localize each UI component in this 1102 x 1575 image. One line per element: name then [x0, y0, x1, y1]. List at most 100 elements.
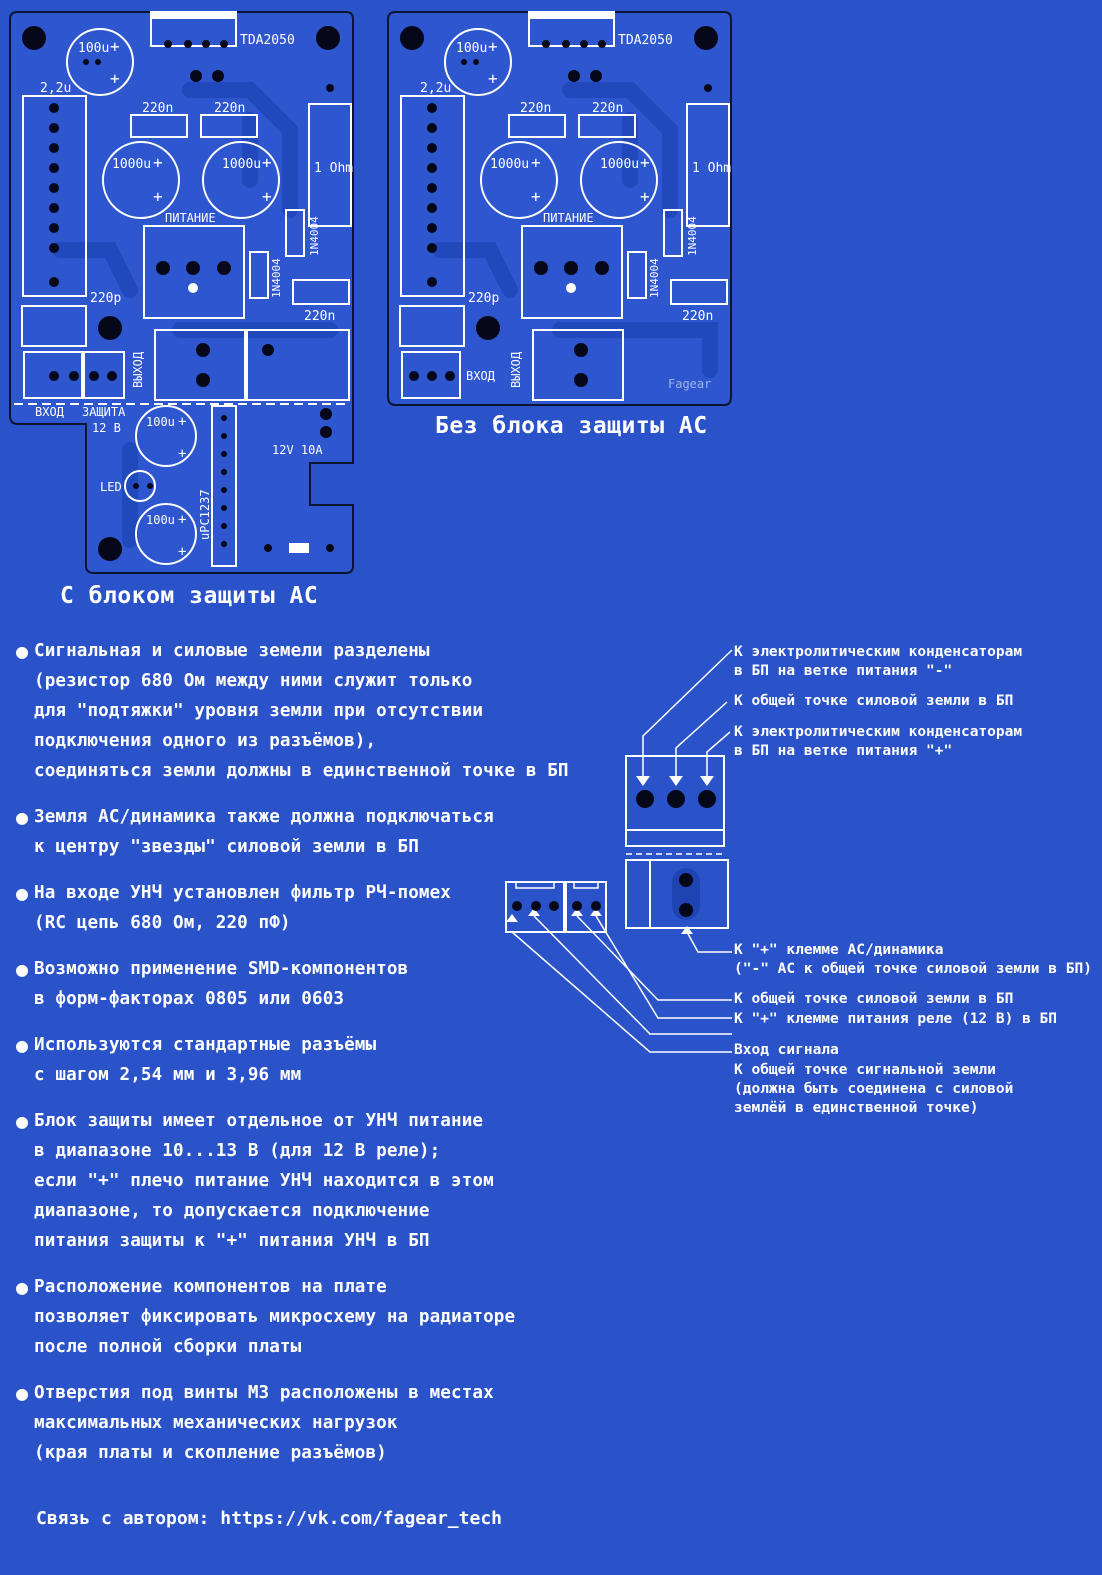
cap-1000u-a-label: 1000u	[112, 157, 151, 172]
power-label: ПИТАНИЕ	[543, 211, 594, 225]
note-item: ●Возможно применение SMD-компонентов в фо…	[16, 954, 616, 1014]
cap-220n-b-label: 220n	[592, 101, 623, 116]
note-line: после полной сборки платы	[34, 1337, 302, 1357]
bullet-icon: ●	[16, 881, 29, 905]
note-line: (RC цепь 680 Ом, 220 пФ)	[34, 913, 291, 933]
note-line: с шагом 2,54 мм и 3,96 мм	[34, 1065, 302, 1085]
cap-1000u-b-label: 1000u	[600, 157, 639, 172]
svg-text:+: +	[262, 153, 272, 172]
note-line: Возможно применение SMD-компонентов	[34, 959, 409, 979]
leader-lines	[511, 649, 733, 1053]
note-line: к центру "звезды" силовой земли в БП	[34, 837, 419, 857]
note-item: ●Сигнальная и силовые земели разделены(р…	[16, 636, 616, 786]
note-line: подключения одного из разъёмов),	[34, 731, 377, 751]
ic-label: TDA2050	[618, 33, 673, 48]
cap-220p-label: 220p	[468, 291, 499, 306]
svg-text:+: +	[178, 544, 186, 560]
ann-relay-plus: К "+" клемме питания реле (12 В) в БП	[734, 1011, 1058, 1027]
note-line: (края платы и скопление разъёмов)	[34, 1443, 387, 1463]
author-mark: Fagear	[668, 377, 711, 391]
caption-without-protection: Без блока защиты АС	[435, 413, 708, 439]
svg-text:+: +	[531, 153, 541, 172]
note-line: в диапазоне 10...13 В (для 12 В реле);	[34, 1141, 441, 1161]
diode-b-label: 1N4004	[648, 258, 661, 298]
bullet-icon: ●	[16, 639, 29, 663]
protection-voltage-label: 12 В	[92, 421, 121, 435]
note-line: На входе УНЧ установлен фильтр РЧ-помех	[34, 883, 452, 903]
cap-100u-label: 100u	[78, 41, 109, 56]
ann-speaker: К "+" клемме АС/динамика("-" АС к общей …	[734, 942, 1092, 977]
cap-100u-p1-label: 100u	[146, 415, 175, 429]
note-line: если "+" плечо питание УНЧ находится в э…	[34, 1171, 494, 1191]
cap-220n-b-label: 220n	[214, 101, 245, 116]
svg-text:+: +	[531, 187, 541, 206]
ann-signal-in: Вход сигнала	[734, 1042, 839, 1058]
svg-text:+: +	[488, 37, 498, 56]
note-item: ●Земля АС/динамика также должна подключа…	[16, 802, 616, 862]
board-with-protection: TDA2050 100u ++ 2,2u 220n 220n 1000u ++ …	[9, 11, 354, 574]
cap-100u-p2-label: 100u	[146, 513, 175, 527]
ann-power-ground: К общей точке силовой земли в БП	[734, 693, 1014, 709]
output-label: ВЫХОД	[509, 351, 523, 388]
ann-relay-ground: К общей точке силовой земли в БП	[734, 991, 1014, 1007]
note-line: для "подтяжки" уровня земли при отсутств…	[34, 701, 484, 721]
bullet-icon: ●	[16, 805, 29, 829]
diode-a-label: 1N4004	[308, 216, 321, 256]
note-item: ●Отверстия под винты М3 расположены в ме…	[16, 1378, 616, 1468]
svg-text:+: +	[178, 446, 186, 462]
mounting-holes	[22, 26, 340, 561]
svg-text:+: +	[110, 69, 120, 88]
svg-text:+: +	[153, 153, 163, 172]
svg-text:+: +	[262, 187, 272, 206]
power-terminal	[625, 755, 725, 847]
note-line: в форм-факторах 0805 или 0603	[34, 989, 345, 1009]
cap-2u2-label: 2,2u	[40, 81, 71, 96]
note-item: ●На входе УНЧ установлен фильтр РЧ-помех…	[16, 878, 616, 938]
cap-220n-c-label: 220n	[682, 309, 713, 324]
svg-text:+: +	[640, 187, 650, 206]
bullet-icon: ●	[16, 957, 29, 981]
mounting-holes	[400, 26, 718, 340]
bullet-icon: ●	[16, 1381, 29, 1405]
cap-100u-label: 100u	[456, 41, 487, 56]
svg-text:+: +	[178, 414, 186, 430]
note-line: максимальных механических нагрузок	[34, 1413, 398, 1433]
bullet-icon: ●	[16, 1109, 29, 1133]
svg-text:+: +	[488, 69, 498, 88]
note-line: соединяться земли должны в единственной …	[34, 761, 569, 781]
led-label: LED	[100, 480, 122, 494]
cap-220n-c-label: 220n	[304, 309, 335, 324]
bullet-icon: ●	[16, 1033, 29, 1057]
upc-label: uPC1237	[198, 489, 212, 540]
bullet-icon: ●	[16, 1275, 29, 1299]
note-line: Сигнальная и силовые земели разделены	[34, 641, 430, 661]
svg-text:+: +	[640, 153, 650, 172]
resistor-label: 1 Ohm	[692, 161, 731, 176]
resistor-label: 1 Ohm	[314, 161, 353, 176]
cap-220p-label: 220p	[90, 291, 121, 306]
note-line: позволяет фиксировать микросхему на ради…	[34, 1307, 516, 1327]
cap-1000u-a-label: 1000u	[490, 157, 529, 172]
notes-list: ●Сигнальная и силовые земели разделены(р…	[16, 636, 616, 1484]
board-without-protection: TDA2050 100u ++ 2,2u 220n 220n 1000u ++ …	[387, 11, 732, 406]
note-line: питания защиты к "+" питания УНЧ в БП	[34, 1231, 430, 1251]
note-line: Отверстия под винты М3 расположены в мес…	[34, 1383, 494, 1403]
relay-label: 12V 10A	[272, 443, 323, 457]
cap-2u2-label: 2,2u	[420, 81, 451, 96]
cap-220n-a-label: 220n	[520, 101, 551, 116]
connector-diagram	[505, 649, 733, 1053]
svg-text:+: +	[110, 37, 120, 56]
ic-label: TDA2050	[240, 33, 295, 48]
author-contact: Связь с автором: https://vk.com/fagear_t…	[36, 1508, 502, 1529]
note-line: Блок защиты имеет отдельное от УНЧ питан…	[34, 1111, 484, 1131]
svg-text:+: +	[153, 187, 163, 206]
power-label: ПИТАНИЕ	[165, 211, 216, 225]
caption-with-protection: С блоком защиты АС	[60, 583, 319, 609]
ann-signal-ground: К общей точке сигнальной земли(должна бы…	[734, 1062, 1014, 1116]
svg-text:+: +	[178, 512, 186, 528]
input-label: ВХОД	[466, 369, 496, 383]
